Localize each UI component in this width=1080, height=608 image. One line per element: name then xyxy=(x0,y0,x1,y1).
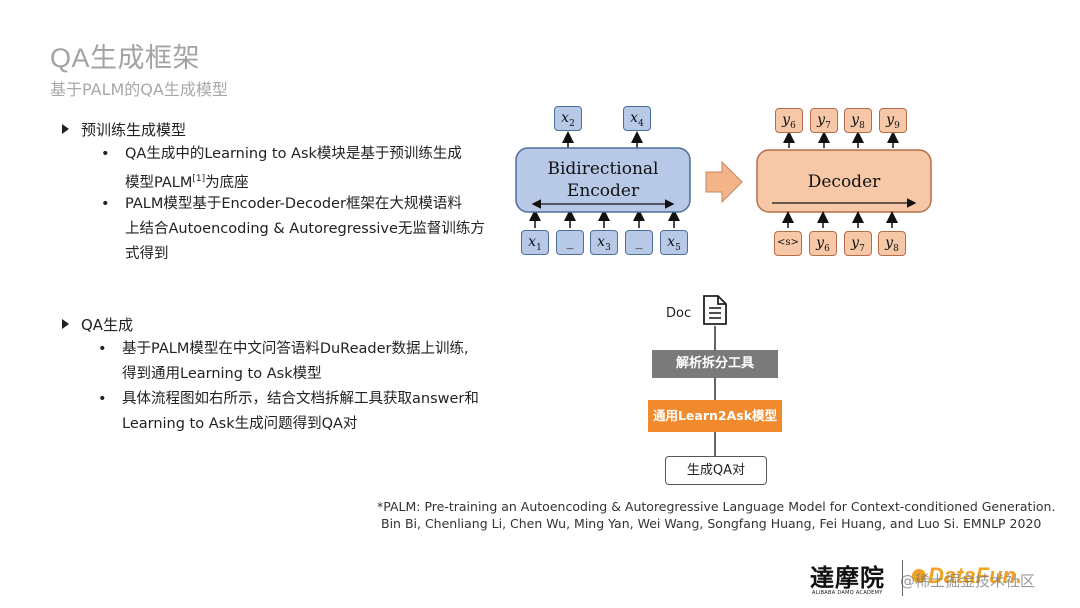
decoder-output-token: y6 xyxy=(775,108,803,133)
decoder-output-token: y9 xyxy=(879,108,907,133)
transfer-arrow-icon xyxy=(705,160,743,204)
decoder-start-token: <s> xyxy=(774,231,802,256)
logo-divider xyxy=(902,560,903,596)
encoder-output-token: x4 xyxy=(623,106,651,131)
bullet-dureader: • 基于PALM模型在中文问答语料DuReader数据上训练, 得到通用Lear… xyxy=(98,337,522,387)
flow-step-learn2ask-model: 通用Learn2Ask模型 xyxy=(648,400,782,432)
decoder-label: Decoder xyxy=(807,172,881,192)
encoder-input-token-masked: _ xyxy=(556,230,584,255)
bullet-dot-icon: • xyxy=(101,146,110,162)
bullet-dot-icon: • xyxy=(101,196,110,212)
flow-connectors xyxy=(714,326,716,456)
flow-step-parse-tool: 解析拆分工具 xyxy=(652,350,778,378)
watermark: @稀土掘金技术社区 xyxy=(900,572,1036,590)
decoder-box xyxy=(756,149,932,213)
page-title: QA生成框架 xyxy=(50,43,201,73)
flow-step-qa-output: 生成QA对 xyxy=(665,456,767,485)
encoder-input-token: x5 xyxy=(660,230,688,255)
section-heading-qagen: QA生成 xyxy=(62,314,133,335)
bullet-dot-icon: • xyxy=(98,341,107,357)
encoder-label: Bidirectional Encoder xyxy=(547,159,659,201)
section-heading-pretrain: 预训练生成模型 xyxy=(62,119,186,140)
encoder-box xyxy=(515,147,691,213)
encoder-input-token: x1 xyxy=(521,230,549,255)
damo-academy-sublabel: ALIBABA DAMO ACADEMY xyxy=(812,590,883,596)
bullet-flow-desc: • 具体流程图如右所示，结合文档拆解工具获取answer和 Learning t… xyxy=(98,387,522,437)
footnote-citation: *PALM: Pre-training an Autoencoding & Au… xyxy=(377,499,1056,531)
citation-ref[interactable]: [1] xyxy=(192,174,206,184)
encoder-output-token: x2 xyxy=(554,106,582,131)
triangle-bullet-icon xyxy=(62,124,69,134)
decoder-output-token: y7 xyxy=(810,108,838,133)
decoder-output-token: y8 xyxy=(844,108,872,133)
encoder-input-token-masked: _ xyxy=(625,230,653,255)
bullet-palm-training: • PALM模型基于Encoder-Decoder框架在大规模语料 上结合Aut… xyxy=(101,192,515,267)
decoder-input-token: y8 xyxy=(878,231,906,256)
datafun-logo: DataFun. xyxy=(928,563,1023,588)
damo-academy-logo: 達摩院 xyxy=(810,563,885,592)
datafun-sun-icon xyxy=(912,569,926,583)
bullet-palm-base: • QA生成中的Learning to Ask模块是基于预训练生成 模型PALM… xyxy=(101,142,505,196)
encoder-input-token: x3 xyxy=(590,230,618,255)
decoder-input-token: y7 xyxy=(844,231,872,256)
decoder-input-token: y6 xyxy=(809,231,837,256)
bullet-dot-icon: • xyxy=(98,391,107,407)
page-subtitle: 基于PALM的QA生成模型 xyxy=(50,80,228,99)
doc-label: Doc xyxy=(666,306,692,321)
palm-architecture-diagram xyxy=(515,131,932,228)
document-icon xyxy=(703,295,727,325)
triangle-bullet-icon xyxy=(62,319,69,329)
